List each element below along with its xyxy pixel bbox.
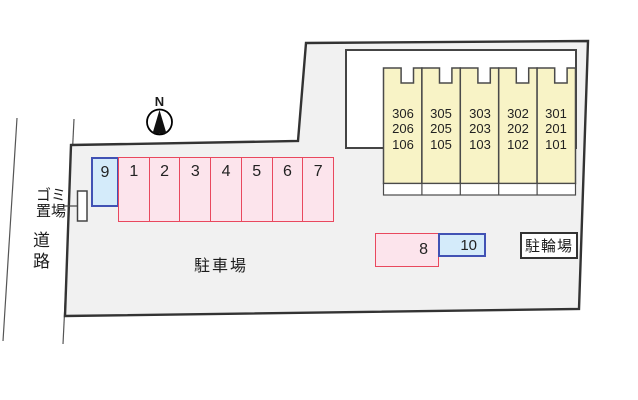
unit-rooms-1: 306 206 106 bbox=[392, 106, 414, 152]
unit-rooms-5: 301 201 101 bbox=[545, 106, 567, 152]
road-label: 道路 bbox=[30, 231, 49, 273]
parking-space-5: 5 bbox=[242, 158, 273, 221]
parking-space-3: 3 bbox=[180, 158, 212, 221]
parking-lot-label: 駐車場 bbox=[194, 258, 249, 275]
parking-space-8: 8 bbox=[375, 233, 439, 267]
garbage-enclosure bbox=[76, 190, 88, 222]
parking-space-9: 9 bbox=[91, 157, 119, 207]
compass-needle-icon bbox=[152, 110, 167, 134]
unit-rooms-4: 302 202 102 bbox=[507, 106, 529, 152]
parking-space-2: 2 bbox=[150, 158, 181, 221]
unit-rooms-2: 305 205 105 bbox=[430, 106, 452, 152]
road-line-left bbox=[2, 117, 18, 342]
parking-row: 1 2 3 4 5 6 7 bbox=[118, 157, 334, 222]
parking-space-7: 7 bbox=[313, 163, 323, 180]
bicycle-parking-sign: 駐輪場 bbox=[520, 232, 578, 259]
parking-space-6: 6 bbox=[273, 158, 304, 221]
building-walkway bbox=[382, 182, 577, 196]
parking-space-4: 4 bbox=[211, 158, 242, 221]
unit-rooms-3: 303 203 103 bbox=[469, 106, 491, 152]
parking-space-10: 10 bbox=[438, 233, 486, 257]
parking-space-1: 1 bbox=[119, 158, 150, 221]
garbage-area-label: ゴミ置場 bbox=[36, 187, 67, 221]
north-label: N bbox=[154, 94, 165, 109]
